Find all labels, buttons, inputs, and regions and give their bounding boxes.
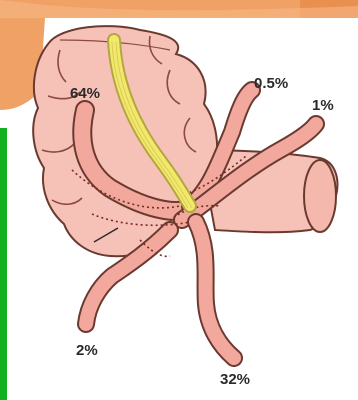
left-green-bar — [0, 128, 7, 400]
label-pelvic-percent: 32% — [220, 371, 250, 388]
label-postileal-percent: 1% — [312, 97, 334, 114]
label-subcecal-percent: 2% — [76, 342, 98, 359]
label-preileal-percent: 0.5% — [254, 75, 288, 92]
appendix-pelvic — [196, 222, 234, 358]
label-retrocecal-percent: 64% — [70, 85, 100, 102]
